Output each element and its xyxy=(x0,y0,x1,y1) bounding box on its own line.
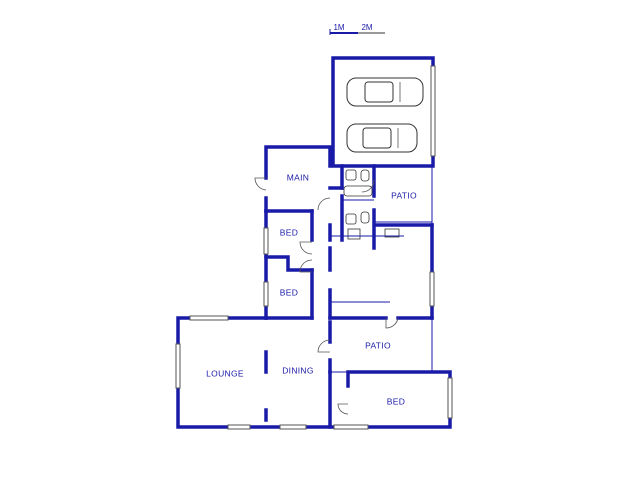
room-label-bed-2: BED xyxy=(280,287,298,297)
basin-icon xyxy=(345,169,357,181)
sink-icon xyxy=(384,228,400,238)
stove-icon xyxy=(347,228,361,240)
door-swing-icon xyxy=(317,339,331,353)
bath-icon xyxy=(343,185,373,197)
scale-label-1m: 1M xyxy=(333,23,344,32)
door-swing-icon xyxy=(299,241,313,255)
patio-lower: PATIO xyxy=(330,318,433,373)
patio-upper: PATIO xyxy=(374,165,433,225)
room-label-patio-lower: PATIO xyxy=(365,340,391,350)
door-swing-icon xyxy=(385,317,399,329)
room-label-dining: DINING xyxy=(282,365,314,375)
lounge-dining: LOUNGE DINING xyxy=(175,315,332,430)
bedroom-3: BED xyxy=(328,370,453,430)
bedroom-1: BED xyxy=(263,209,314,320)
room-label-patio-upper: PATIO xyxy=(391,190,417,200)
scale-bar: 1M 2M xyxy=(329,23,385,35)
room-label-lounge: LOUNGE xyxy=(206,368,244,378)
car-icon xyxy=(346,123,418,153)
scale-label-2m: 2M xyxy=(361,23,372,32)
main-bedroom: MAIN xyxy=(254,145,332,213)
room-label-bed-3: BED xyxy=(387,396,405,406)
basin-icon xyxy=(345,213,357,225)
toilet-icon xyxy=(360,211,370,224)
room-label-bed-1: BED xyxy=(280,227,298,237)
toilet-icon xyxy=(360,169,370,182)
door-swing-icon xyxy=(299,259,313,273)
car-icon xyxy=(346,77,424,107)
room-label-main: MAIN xyxy=(287,172,309,182)
bathroom-block xyxy=(317,164,376,250)
kitchen xyxy=(328,223,435,329)
door-swing-icon xyxy=(337,403,349,415)
garage xyxy=(331,56,436,168)
door-swing-icon xyxy=(254,177,267,191)
bedroom-2: BED xyxy=(263,259,314,320)
